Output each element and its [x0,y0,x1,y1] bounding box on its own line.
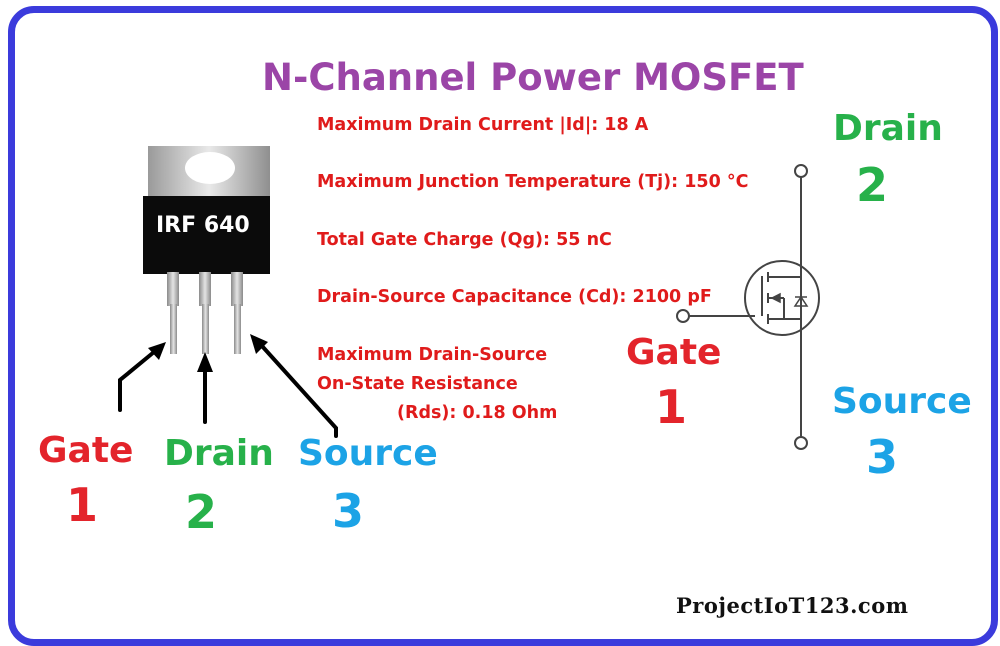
gate-terminal [676,309,690,323]
symbol-source-label: Source [832,381,972,422]
transistor-package [143,146,270,354]
symbol-circle [744,260,820,336]
leg-gate [170,304,177,354]
arrowhead-drain [197,352,213,372]
symbol-gate-label: Gate [626,332,722,373]
symbol-drain-number: 2 [856,158,889,212]
spec-drain-current: Maximum Drain Current |Id|: 18 A [317,115,649,135]
spec-junction-temperature: Maximum Junction Temperature (Tj): 150 °… [317,172,749,192]
diagram-title: N-Channel Power MOSFET [262,56,804,99]
pin-arrows [118,344,338,438]
arrow-gate [118,350,156,412]
spec-resistance-line2: On-State Resistance [317,374,518,394]
source-terminal [794,436,808,450]
part-number-label: IRF 640 [156,213,250,238]
spec-resistance-line1: Maximum Drain-Source [317,345,548,365]
arrow-source [260,344,338,438]
body-arrow [770,292,781,304]
spec-drain-source-capacitance: Drain-Source Capacitance (Cd): 2100 pF [317,287,712,307]
package-source-number: 3 [332,484,365,538]
package-gate-number: 1 [66,478,99,532]
mosfet-symbol [676,164,820,450]
symbol-source-number: 3 [866,430,899,484]
drain-terminal [794,164,808,178]
leg-source-top [231,272,243,306]
leg-gate-top [167,272,179,306]
package-body [143,196,270,274]
package-drain-label: Drain [164,433,274,474]
leg-drain [202,304,209,354]
package-source-label: Source [298,433,438,474]
tab-mounting-hole [185,152,235,184]
leg-source [234,304,241,354]
website-watermark: ProjectIoT123.com [676,593,909,618]
leg-drain-top [199,272,211,306]
body-diode [793,295,809,307]
arrowhead-gate [148,342,166,360]
package-gate-label: Gate [38,430,134,471]
symbol-gate-number: 1 [655,380,688,434]
package-drain-number: 2 [185,485,218,539]
arrowhead-source [250,334,268,354]
symbol-drain-label: Drain [833,108,943,149]
spec-gate-charge: Total Gate Charge (Qg): 55 nC [317,230,612,250]
spec-resistance-line3: (Rds): 0.18 Ohm [397,403,558,423]
